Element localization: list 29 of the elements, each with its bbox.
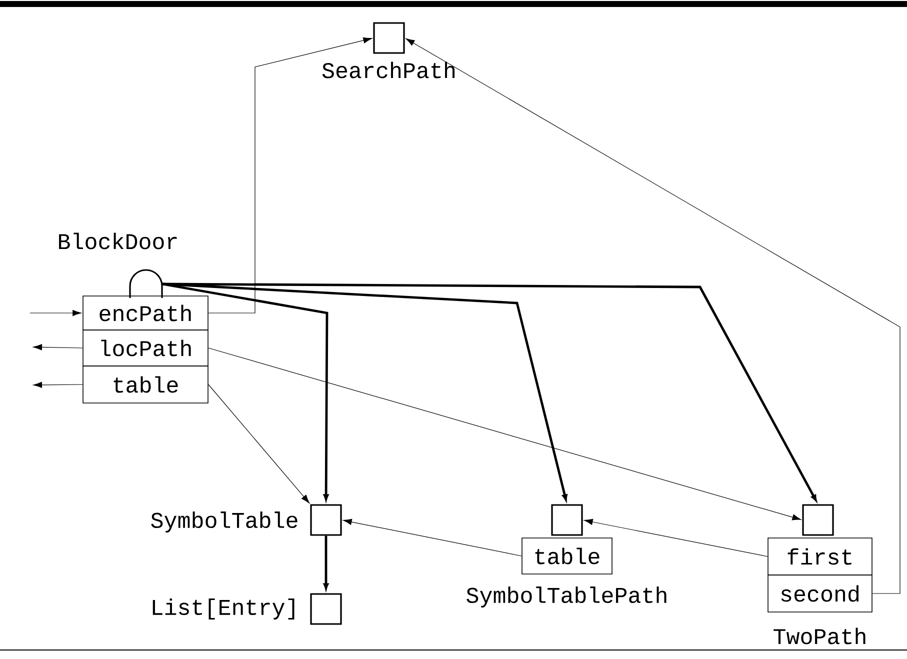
object-label: BlockDoor — [59, 232, 177, 250]
object-label: SearchPath — [322, 62, 455, 78]
door-symbol — [129, 269, 163, 298]
arrow — [342, 518, 522, 556]
object-box — [551, 504, 583, 536]
record-field: second — [768, 574, 872, 612]
object-label: SymbolTablePath — [466, 586, 666, 608]
arrow — [162, 282, 568, 501]
object-label: List[Entry] — [152, 598, 294, 620]
arrow — [406, 38, 900, 594]
record-field: encPath — [82, 296, 208, 330]
record-field: locPath — [82, 330, 208, 366]
object-label: TwoPath — [774, 628, 866, 644]
arrow — [208, 348, 802, 520]
arrow — [162, 282, 817, 502]
object-box — [373, 22, 405, 54]
object-box — [802, 504, 834, 536]
object-label: SymbolTable — [151, 512, 298, 532]
object-box — [310, 593, 342, 625]
arrow — [208, 37, 372, 314]
record-field: table — [522, 538, 612, 574]
arrow — [208, 384, 310, 504]
record-field: table — [82, 366, 208, 404]
object-box — [310, 504, 342, 536]
arrow — [33, 382, 83, 388]
arrow — [584, 518, 768, 557]
arrow — [30, 310, 82, 316]
record-field: first — [768, 538, 872, 576]
arrow — [33, 344, 83, 350]
